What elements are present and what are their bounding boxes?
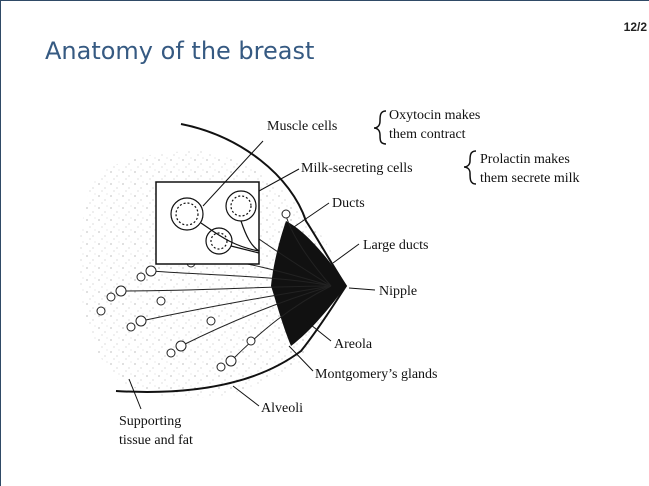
prolactin-brace (464, 151, 476, 184)
label-supporting-line1: Supporting (119, 414, 181, 429)
label-large-ducts: Large ducts (363, 238, 428, 253)
label-muscle-cells: Muscle cells (267, 119, 337, 134)
label-montgomerys-glands: Montgomery’s glands (315, 367, 438, 382)
label-alveoli: Alveoli (261, 401, 303, 416)
label-oxytocin-line2: them contract (389, 127, 466, 142)
label-prolactin-line1: Prolactin makes (480, 152, 570, 167)
label-areola: Areola (334, 337, 373, 352)
label-nipple: Nipple (379, 284, 417, 299)
oxytocin-brace (374, 111, 386, 144)
label-milk-secreting-cells: Milk-secreting cells (301, 161, 413, 176)
label-prolactin-line2: them secrete milk (480, 171, 580, 186)
label-oxytocin-line1: Oxytocin makes (389, 108, 480, 123)
label-supporting-line2: tissue and fat (119, 433, 193, 448)
label-ducts: Ducts (332, 196, 365, 211)
inset-box (156, 182, 259, 264)
